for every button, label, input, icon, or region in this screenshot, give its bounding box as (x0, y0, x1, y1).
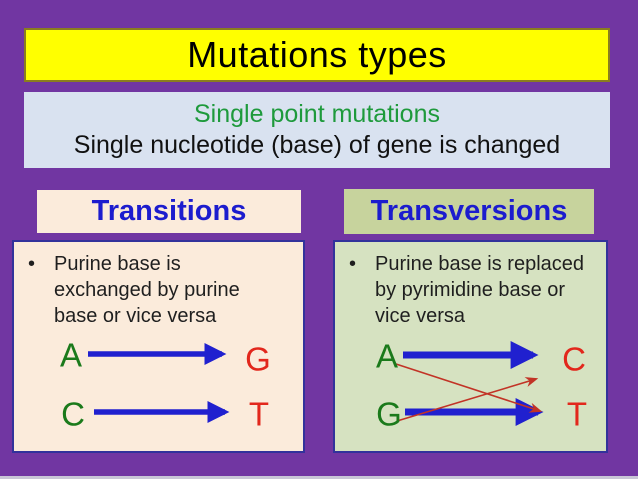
transitions-panel: • Purine base is exchanged by purine bas… (12, 240, 305, 453)
base-letter-to: T (248, 395, 270, 433)
base-letter-to: G (245, 340, 271, 378)
title-box: Mutations types (24, 28, 610, 82)
bullet-line: Purine base is (54, 253, 181, 275)
bullet-icon: • (28, 253, 36, 275)
transitions-bullet-item: • Purine base is exchanged by purine bas… (14, 242, 303, 329)
transitions-header: Transitions (37, 190, 301, 233)
subtitle-box: Single point mutations Single nucleotide… (24, 92, 610, 168)
base-letter-from: G (376, 395, 402, 433)
bullet-line: by pyrimidine base or (375, 279, 566, 301)
slide-title: Mutations types (187, 34, 447, 75)
bullet-line: base or vice versa (54, 305, 217, 327)
transversions-bullet-text: Purine base is replaced by pyrimidine ba… (375, 251, 584, 329)
base-letter-to: T (566, 395, 588, 433)
transitions-bullet-text: Purine base is exchanged by purine base … (54, 251, 240, 329)
transversions-bullet-item: • Purine base is replaced by pyrimidine … (335, 242, 606, 329)
bullet-line: exchanged by purine (54, 279, 240, 301)
bullet-line: Purine base is replaced (375, 253, 585, 275)
transversions-panel: • Purine base is replaced by pyrimidine … (333, 240, 608, 453)
base-letter-to: C (562, 340, 586, 378)
cross-arrow-a-to-t (395, 363, 543, 413)
base-letter-from: A (375, 337, 399, 375)
cross-arrow-g-to-c (396, 377, 539, 422)
base-letter-from: C (61, 395, 85, 433)
subtitle-line-2: Single nucleotide (base) of gene is chan… (73, 131, 561, 159)
base-letter-from: A (59, 336, 83, 374)
slide-bottom-edge (0, 476, 638, 479)
bullet-line: vice versa (375, 305, 466, 327)
transversions-header: Transversions (344, 189, 594, 234)
transitions-header-label: Transitions (91, 195, 247, 227)
bullet-icon: • (349, 253, 357, 275)
transversions-arrow-diagram (395, 341, 544, 426)
subtitle-line-1: Single point mutations (194, 100, 440, 128)
transitions-arrow-diagram (88, 343, 230, 423)
transversions-header-label: Transversions (370, 195, 568, 227)
